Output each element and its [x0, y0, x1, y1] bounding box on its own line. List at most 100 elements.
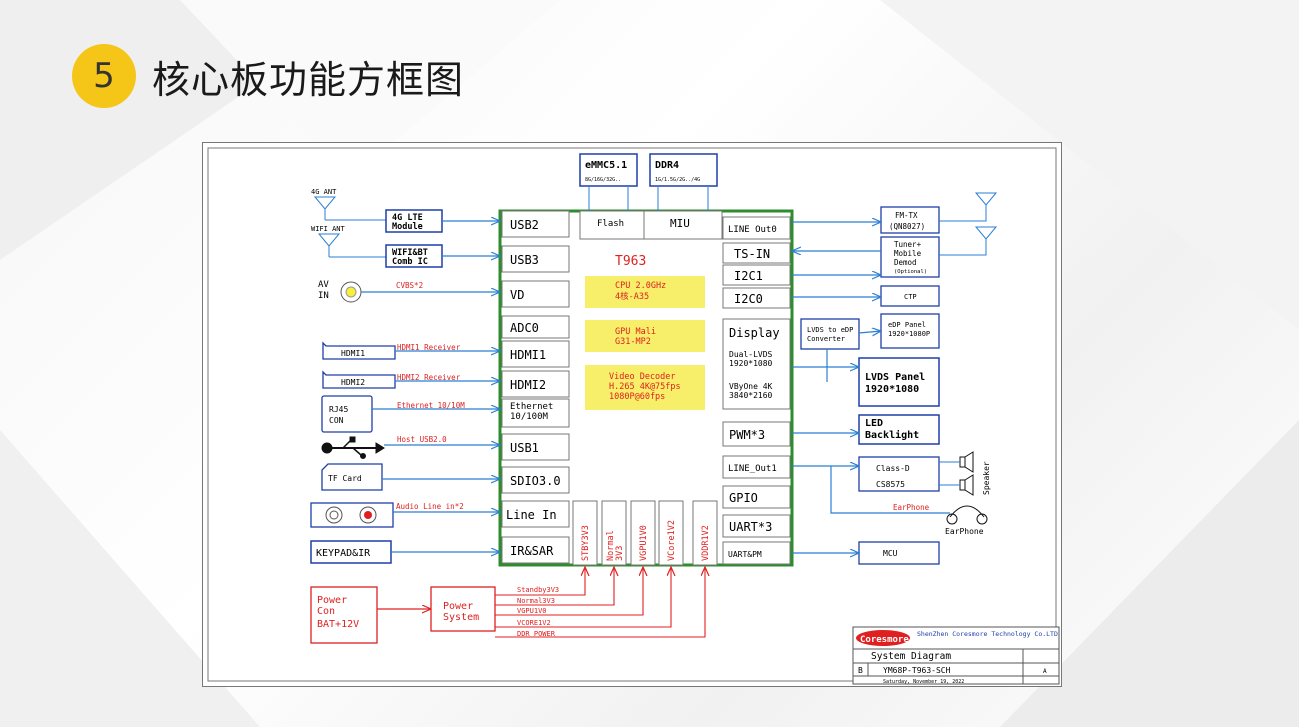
earphone-icon: [946, 505, 988, 525]
company-logo: [856, 630, 910, 646]
soc-top-ports: Flash MIU: [579, 210, 723, 240]
rj45-connector-icon: [321, 395, 373, 433]
port-vcore1v2: VCore1V2: [667, 520, 677, 561]
port-adc0: ADC0: [510, 321, 539, 335]
av-label-2: IN: [318, 291, 329, 301]
rj45-label-1: RJ45: [329, 405, 348, 414]
edp-label-1: eDP Panel: [888, 321, 926, 329]
wifi-label-2: Comb IC: [392, 257, 428, 267]
mcu-label: MCU: [883, 549, 898, 558]
port-hdmi2: HDMI2: [510, 378, 546, 392]
left-wires: [361, 221, 500, 552]
sig-audio: Audio Line in*2: [396, 502, 464, 511]
display-info-2: 1920*1080: [729, 359, 773, 368]
port-i2c1: I2C1: [734, 269, 763, 283]
ddr-sub: 1G/1.5G/2G../4G: [655, 177, 700, 183]
classd-label-1: Class-D: [876, 464, 910, 473]
tuner-label-1: Tuner+: [894, 240, 922, 249]
display-info-1: Dual-LVDS: [729, 350, 773, 359]
port-usb3: USB3: [510, 253, 539, 267]
sheet-date: Saturday, November 19, 2022: [883, 679, 964, 685]
display-info-3: VByOne 4K: [729, 382, 773, 391]
company-name: ShenZhen Coresmore Technology Co.LTD: [917, 630, 1058, 638]
logo-text: Coresmore: [860, 635, 909, 645]
port-line-in: Line In: [506, 508, 557, 522]
port-sdio: SDIO3.0: [510, 474, 561, 488]
sig-hdmi1: HDMI1 Receiver: [397, 343, 461, 352]
port-vd: VD: [510, 288, 524, 302]
rail-normal3v3: Normal3V3: [517, 597, 555, 605]
ant-wifi-label: WIFI ANT: [311, 225, 346, 233]
rail-ddr-power: DDR POWER: [517, 630, 556, 638]
port-gpio: GPIO: [729, 491, 758, 505]
title-block: Coresmore ShenZhen Coresmore Technology …: [852, 626, 1060, 685]
port-ts-in: TS-IN: [734, 247, 770, 261]
left-devices: 4G ANT WIFI ANT 4G LTE Module WIFI&BT Co…: [310, 188, 443, 564]
tuner-label-3: Demod: [894, 258, 917, 267]
lte-label-2: Module: [392, 222, 423, 232]
emmc-sub: 8G/16G/32G..: [585, 177, 621, 183]
feature-vdec-1: Video Decoder: [609, 372, 676, 382]
lvds-panel-label-1: LVDS Panel: [865, 372, 925, 383]
hdmi1-device-label: HDMI1: [341, 349, 365, 358]
slide-header: 5 核心板功能方框图: [72, 44, 464, 108]
hdmi1-connector-icon: [322, 341, 396, 360]
lvds-conv-label-1: LVDS to eDP: [807, 326, 853, 334]
power-con-label-1: Power: [317, 595, 347, 606]
rail-vgpu1v0: VGPU1V0: [517, 607, 547, 615]
port-i2c0: I2C0: [734, 292, 763, 306]
port-line-out0: LINE Out0: [728, 225, 777, 235]
port-display: Display: [729, 326, 780, 340]
right-devices: FM-TX (QN8027) Tuner+ Mobile Demod (Opti…: [800, 192, 998, 565]
left-signal-labels: CVBS*2 HDMI1 Receiver HDMI2 Receiver Eth…: [396, 281, 465, 511]
keypad-label: KEYPAD&IR: [316, 548, 371, 559]
led-label-1: LED: [865, 418, 883, 429]
display-info-4: 3840*2160: [729, 391, 773, 400]
av-label-1: AV: [318, 280, 329, 290]
sheet-inner-frame: [207, 147, 1057, 682]
hdmi2-device-label: HDMI2: [341, 378, 365, 387]
power-con-label-2: Con: [317, 606, 335, 617]
fmtx-label-1: FM-TX: [895, 211, 918, 220]
port-uart-pm: UART&PM: [728, 550, 762, 559]
diagram-title: System Diagram: [871, 651, 951, 662]
earphone-label: EarPhone: [945, 527, 984, 536]
ddr-label: DDR4: [655, 160, 679, 171]
port-vddr1v2: VDDR1V2: [701, 525, 711, 561]
lte-label-1: 4G LTE: [392, 213, 423, 223]
port-pwm: PWM*3: [729, 428, 765, 442]
earphone-signal-label: EarPhone: [893, 503, 930, 512]
port-stby3v3: STBY3V3: [581, 525, 591, 561]
wifi-label-1: WIFI&BT: [392, 248, 428, 258]
audio-jacks-icon: [310, 502, 394, 528]
lvds-panel-label-2: 1920*1080: [865, 384, 919, 395]
power-section: Power Con BAT+12V Power System Standby3V…: [310, 567, 705, 644]
feature-cpu-2: 4核-A35: [615, 291, 649, 302]
feature-gpu-1: GPU Mali: [615, 327, 656, 337]
rj45-label-2: CON: [329, 416, 344, 425]
slide-title: 核心板功能方框图: [152, 57, 465, 102]
edp-label-2: 1920*1080P: [888, 330, 930, 338]
rail-standby3v3: Standby3V3: [517, 586, 559, 594]
section-number-badge: 5: [72, 44, 136, 108]
antenna-4g-icon: [313, 196, 337, 220]
sig-hdmi2: HDMI2 Receiver: [397, 373, 461, 382]
feature-vdec-3: 1080P@60fps: [609, 392, 665, 402]
power-con-label-3: BAT+12V: [317, 619, 359, 630]
soc-right-ports: LINE Out0 TS-IN I2C1 I2C0 Display Dual-L…: [722, 216, 791, 565]
block-diagram: T963 Flash MIU USB2 USB3 VD ADC0 HDMI1 H…: [207, 147, 1060, 685]
power-system-label-1: Power: [443, 601, 473, 612]
port-uart3: UART*3: [729, 520, 772, 534]
ctp-label: CTP: [904, 293, 917, 301]
port-usb2: USB2: [510, 218, 539, 232]
tf-card-label: TF Card: [328, 474, 362, 483]
soc-features: CPU 2.0GHz 4核-A35 GPU Mali G31-MP2 Video…: [585, 276, 705, 410]
emmc-label: eMMC5.1: [585, 160, 627, 171]
sheet-size: B: [858, 666, 863, 675]
sig-ethernet: Ethernet 10/10M: [397, 401, 465, 410]
right-wires: [792, 222, 950, 553]
power-system-label-2: System: [443, 612, 479, 623]
port-ir-sar: IR&SAR: [510, 544, 554, 558]
